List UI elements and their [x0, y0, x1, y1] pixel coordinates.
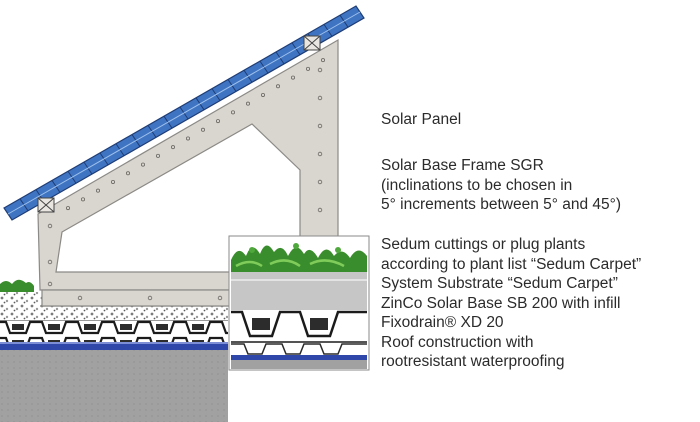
label-layer-line: Sedum cuttings or plug plants: [381, 236, 586, 253]
label-solar-panel: Solar Panel: [381, 111, 462, 128]
label-layer-line: rootresistant waterproofing: [381, 353, 565, 370]
solar-panel: [3, 5, 365, 221]
label-frame-line: Solar Base Frame SGR: [381, 157, 544, 174]
waterproofing-layer: [0, 342, 228, 350]
label-layer-line: ZinCo Solar Base SB 200 with infill: [381, 294, 621, 312]
inset-roof-layer: [231, 360, 367, 369]
frame-mounting-holes: [47, 58, 325, 301]
panel-clamp-lower: [37, 197, 55, 213]
label-frame-line: (inclinations to be chosen in: [381, 176, 573, 194]
drainage-element: [0, 319, 228, 342]
inset-drainage-layer: [231, 343, 367, 355]
panel-clamp-upper: [303, 35, 321, 51]
roof-construction: [0, 350, 228, 422]
label-layer-line: System Substrate “Sedum Carpet”: [381, 275, 618, 292]
label-solar-base-frame: Solar Base Frame SGR (inclinations to be…: [381, 156, 621, 215]
label-layer-line: according to plant list “Sedum Carpet”: [381, 255, 642, 273]
label-layer-line: Roof construction with: [381, 333, 534, 351]
inset-waterproofing-layer: [231, 355, 367, 360]
inset-solar-base-layer: [231, 310, 367, 343]
label-frame-line: 5° increments between 5° and 45°): [381, 196, 622, 213]
detail-inset: [228, 235, 370, 371]
label-layer-stack: Sedum cuttings or plug plants according …: [381, 235, 641, 372]
inset-substrate-layer: [231, 272, 367, 310]
inset-plant-layer: [231, 243, 367, 272]
label-layer-line: Fixodrain® XD 20: [381, 314, 504, 331]
